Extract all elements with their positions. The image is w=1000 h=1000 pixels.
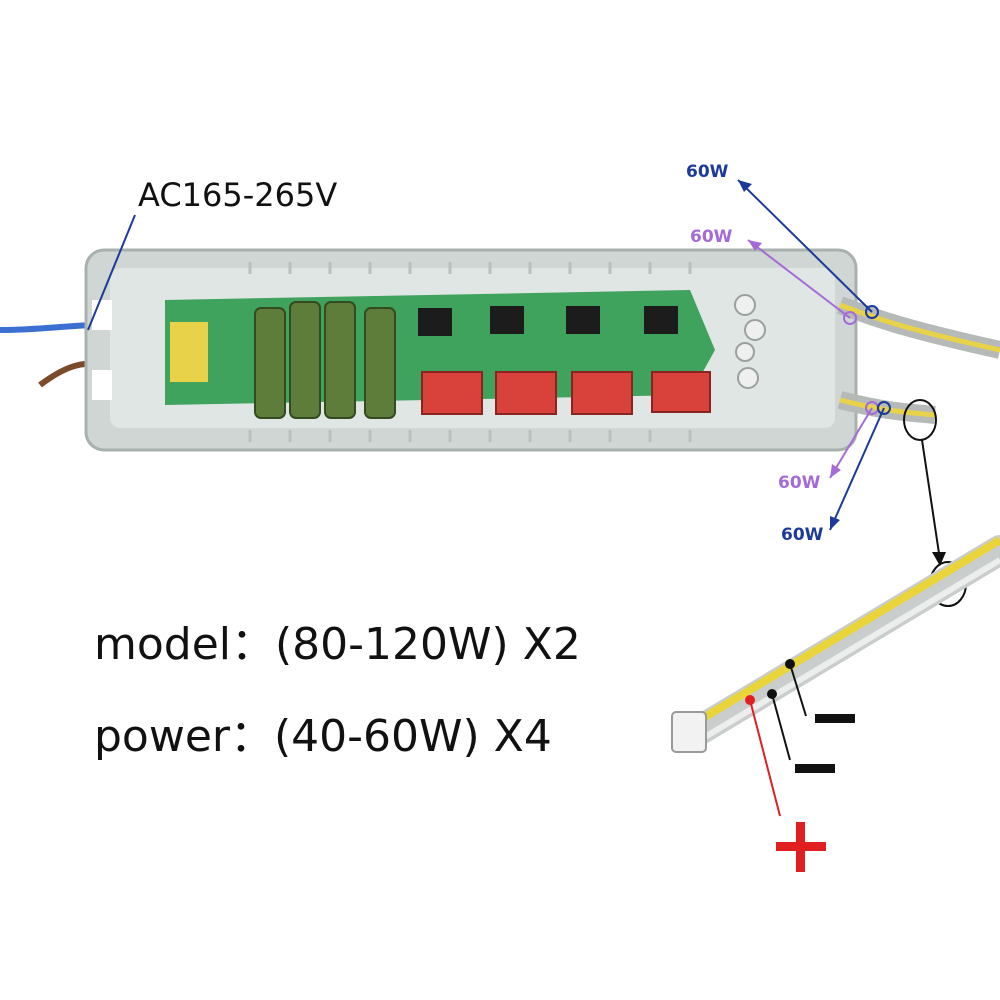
polarity-marks bbox=[776, 714, 855, 872]
output-60w-label: 60W bbox=[778, 473, 821, 493]
positive-mark bbox=[796, 822, 805, 872]
power-spec: power：(40-60W) X4 bbox=[94, 711, 552, 762]
output-pointer-lines bbox=[737, 179, 891, 531]
circuit-board bbox=[165, 290, 766, 419]
output-60w-label: 60W bbox=[690, 227, 733, 247]
output-60w-label: 60W bbox=[686, 162, 729, 182]
output-cables bbox=[836, 296, 1000, 424]
electrolytic-capacitors bbox=[254, 301, 396, 419]
ic-chips bbox=[418, 306, 678, 336]
negative-mark bbox=[795, 764, 835, 773]
output-60w-label: 60W bbox=[781, 525, 824, 545]
yellow-capacitor bbox=[170, 322, 208, 382]
zoomed-cable bbox=[671, 535, 1000, 817]
cable-connector bbox=[671, 711, 707, 753]
led-indicators bbox=[734, 294, 766, 389]
transformers bbox=[421, 371, 711, 415]
input-voltage-label: AC165-265V bbox=[138, 176, 338, 214]
ac-pointer-line bbox=[87, 214, 136, 331]
negative-mark bbox=[815, 714, 855, 723]
model-spec: model：(80-120W) X2 bbox=[94, 619, 581, 670]
